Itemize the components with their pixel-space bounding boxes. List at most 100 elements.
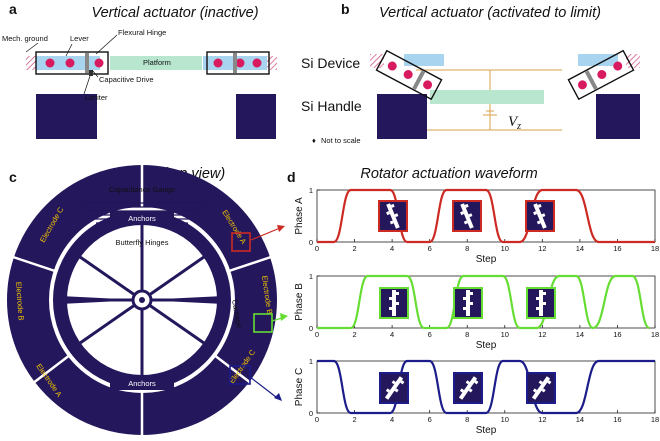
label-electrode-b-left: Electrode B (14, 282, 26, 321)
x-tick-label: 0 (315, 415, 319, 424)
panel-b-title: Vertical actuator (activated to limit) (379, 5, 601, 21)
panel-d-letter: d (287, 169, 296, 185)
mech-ground-right-b (626, 54, 640, 68)
x-tick-label: 8 (465, 244, 469, 253)
lever-left-mass-1 (45, 58, 55, 68)
highlight-box-a (231, 232, 251, 252)
x-tick-label: 18 (651, 244, 659, 253)
panel-c-letter: c (9, 169, 17, 185)
waveform-line (317, 359, 655, 415)
x-tick-label: 8 (465, 415, 469, 424)
y-axis-label: Phase A (294, 197, 305, 235)
waveform-line (317, 274, 650, 330)
mech-ground-left-b (370, 54, 384, 68)
panel-d-title: Rotator actuation waveform (360, 166, 537, 182)
lever-right (206, 51, 270, 75)
label-si-device: Si Device (301, 55, 360, 71)
x-tick-label: 10 (501, 415, 509, 424)
lever-right-mass-2 (235, 58, 245, 68)
x-tick-label: 4 (390, 415, 394, 424)
x-tick-label: 14 (576, 330, 584, 339)
phase-b-inset-3 (526, 287, 556, 319)
y-tick-label: 1 (309, 357, 313, 366)
lever-left-mass-2 (65, 58, 75, 68)
center-hub-dot (139, 297, 145, 303)
lever-left (35, 51, 109, 75)
panel-a: a Vertical actuator (inactive) Mech. gro… (2, 1, 277, 139)
anchors-top-block (110, 211, 174, 225)
x-tick-label: 2 (352, 244, 356, 253)
x-tick-label: 16 (613, 244, 621, 253)
x-axis-label: Step (476, 340, 497, 351)
carriage-arm-left (60, 296, 142, 304)
flexural-hinge-left (85, 53, 89, 73)
blue-patch-left-b (404, 54, 444, 66)
carriage-arm-right (142, 296, 224, 304)
label-limiter: Limiter (85, 93, 108, 102)
phase-b-insets (379, 287, 556, 319)
label-anchors-bottom: Anchors (128, 379, 156, 388)
label-capacitive-drive: Capacitive Drive (99, 75, 154, 84)
panel-b-letter: b (341, 1, 350, 17)
x-tick-label: 14 (576, 244, 584, 253)
x-tick-label: 16 (613, 330, 621, 339)
x-tick-label: 4 (390, 330, 394, 339)
x-tick-label: 18 (651, 415, 659, 424)
arrow-c (249, 376, 277, 398)
blue-patch-right-b (578, 54, 618, 66)
phase-c-inset-3 (526, 372, 556, 404)
phase-b-inset-1 (379, 287, 409, 319)
highlight-box-c (229, 365, 251, 385)
y-tick-label: 0 (309, 238, 313, 247)
panel-a-letter: a (9, 1, 17, 17)
x-tick-label: 4 (390, 244, 394, 253)
x-tick-label: 10 (501, 244, 509, 253)
si-handle-right-b (596, 94, 640, 139)
x-tick-label: 12 (538, 330, 546, 339)
y-axis-label: Phase C (294, 368, 305, 406)
y-axis-label: Phase B (294, 283, 305, 321)
x-tick-label: 2 (352, 415, 356, 424)
lever-left-mass-3 (94, 58, 104, 68)
waveform-line (317, 188, 655, 244)
x-tick-label: 18 (651, 330, 659, 339)
anchors-bottom-block (110, 376, 174, 390)
si-handle-right (236, 94, 276, 139)
plot-frame (316, 360, 656, 414)
limiter-mark (89, 70, 93, 76)
si-handle-left (36, 94, 97, 139)
phase-a-insets (378, 200, 555, 232)
panel-b: b Vertical actuator (activated to limit)… (301, 1, 640, 145)
mech-ground-left (26, 56, 38, 70)
x-tick-label: 6 (428, 415, 432, 424)
lever-right-mass-1 (213, 58, 223, 68)
label-anchors-top: Anchors (128, 214, 156, 223)
label-not-to-scale: Not to scale (321, 136, 361, 145)
lever-right-tilted (567, 49, 635, 101)
y-tick-label: 1 (309, 272, 313, 281)
not-to-scale-bullet: ♦ (312, 136, 316, 145)
platform (110, 56, 202, 70)
x-tick-label: 12 (538, 415, 546, 424)
x-tick-label: 8 (465, 330, 469, 339)
panel-a-title: Vertical actuator (inactive) (91, 5, 258, 21)
label-lever: Lever (70, 34, 89, 43)
label-mech-ground: Mech. ground (2, 34, 48, 43)
x-tick-label: 0 (315, 330, 319, 339)
phase-c-inset-2 (453, 372, 483, 404)
label-platform: Platform (143, 58, 171, 67)
x-tick-label: 6 (428, 330, 432, 339)
x-tick-label: 0 (315, 244, 319, 253)
phase-a-inset-1 (378, 200, 408, 232)
label-si-handle: Si Handle (301, 98, 362, 114)
x-tick-label: 14 (576, 415, 584, 424)
panel-c: c Rotator (top view) (7, 160, 288, 440)
label-flexural-hinge: Flexural Hinge (118, 28, 166, 37)
label-vz: Vz (508, 114, 521, 132)
y-tick-label: 1 (309, 186, 313, 195)
x-axis-label: Step (476, 254, 497, 265)
